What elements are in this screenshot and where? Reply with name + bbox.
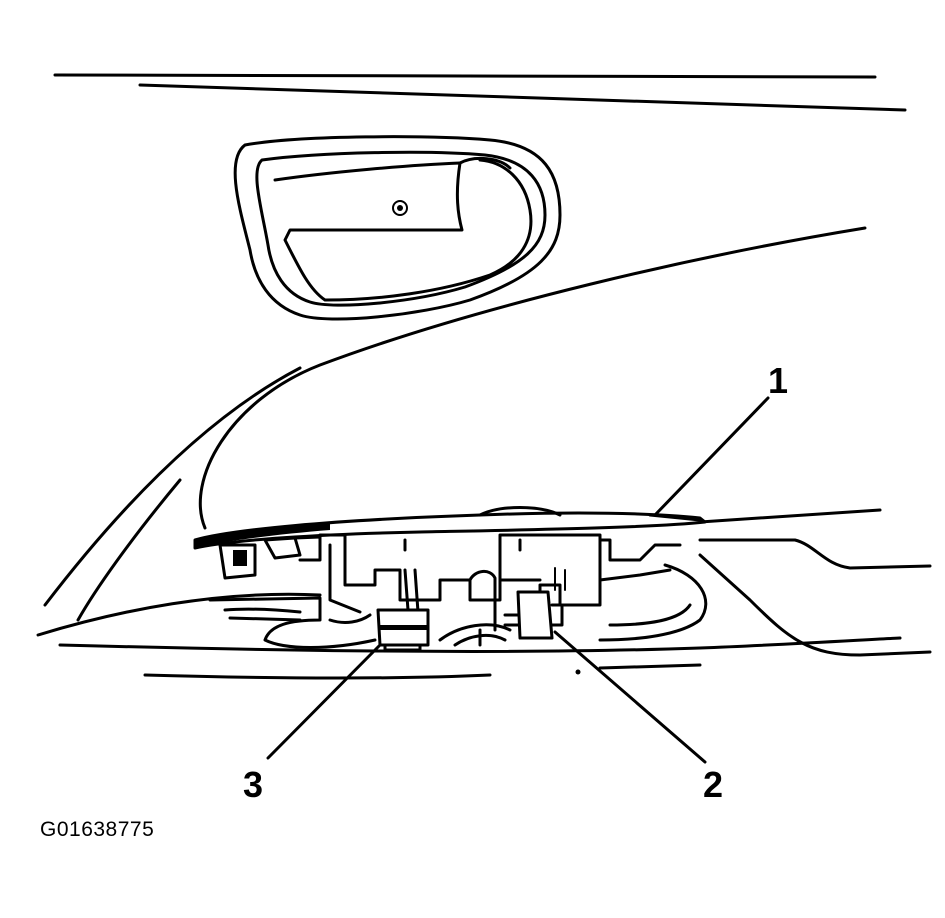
door-handle-bezel — [233, 135, 562, 321]
door-panel-sweep — [36, 226, 867, 637]
window-switch-bezel — [193, 506, 707, 550]
door-pocket — [58, 563, 902, 680]
figure-id: G01638775 — [40, 818, 155, 841]
door-upper-edge — [53, 73, 907, 112]
left-mounting-tab — [218, 535, 322, 580]
switch-connector-3 — [376, 608, 430, 652]
callout-3: 3 — [243, 764, 263, 805]
actuator-rods — [403, 568, 497, 647]
leader-line-2 — [553, 630, 707, 764]
switch-connector-2 — [503, 590, 564, 640]
callout-2: 2 — [703, 764, 723, 805]
leader-line-3 — [266, 643, 382, 760]
door-handle-lever — [273, 156, 533, 302]
leader-lines — [266, 396, 770, 764]
callout-1: 1 — [768, 360, 788, 401]
leader-line-1 — [653, 396, 770, 517]
switch-housing — [318, 533, 682, 614]
door-lower-right-contour — [698, 508, 932, 657]
